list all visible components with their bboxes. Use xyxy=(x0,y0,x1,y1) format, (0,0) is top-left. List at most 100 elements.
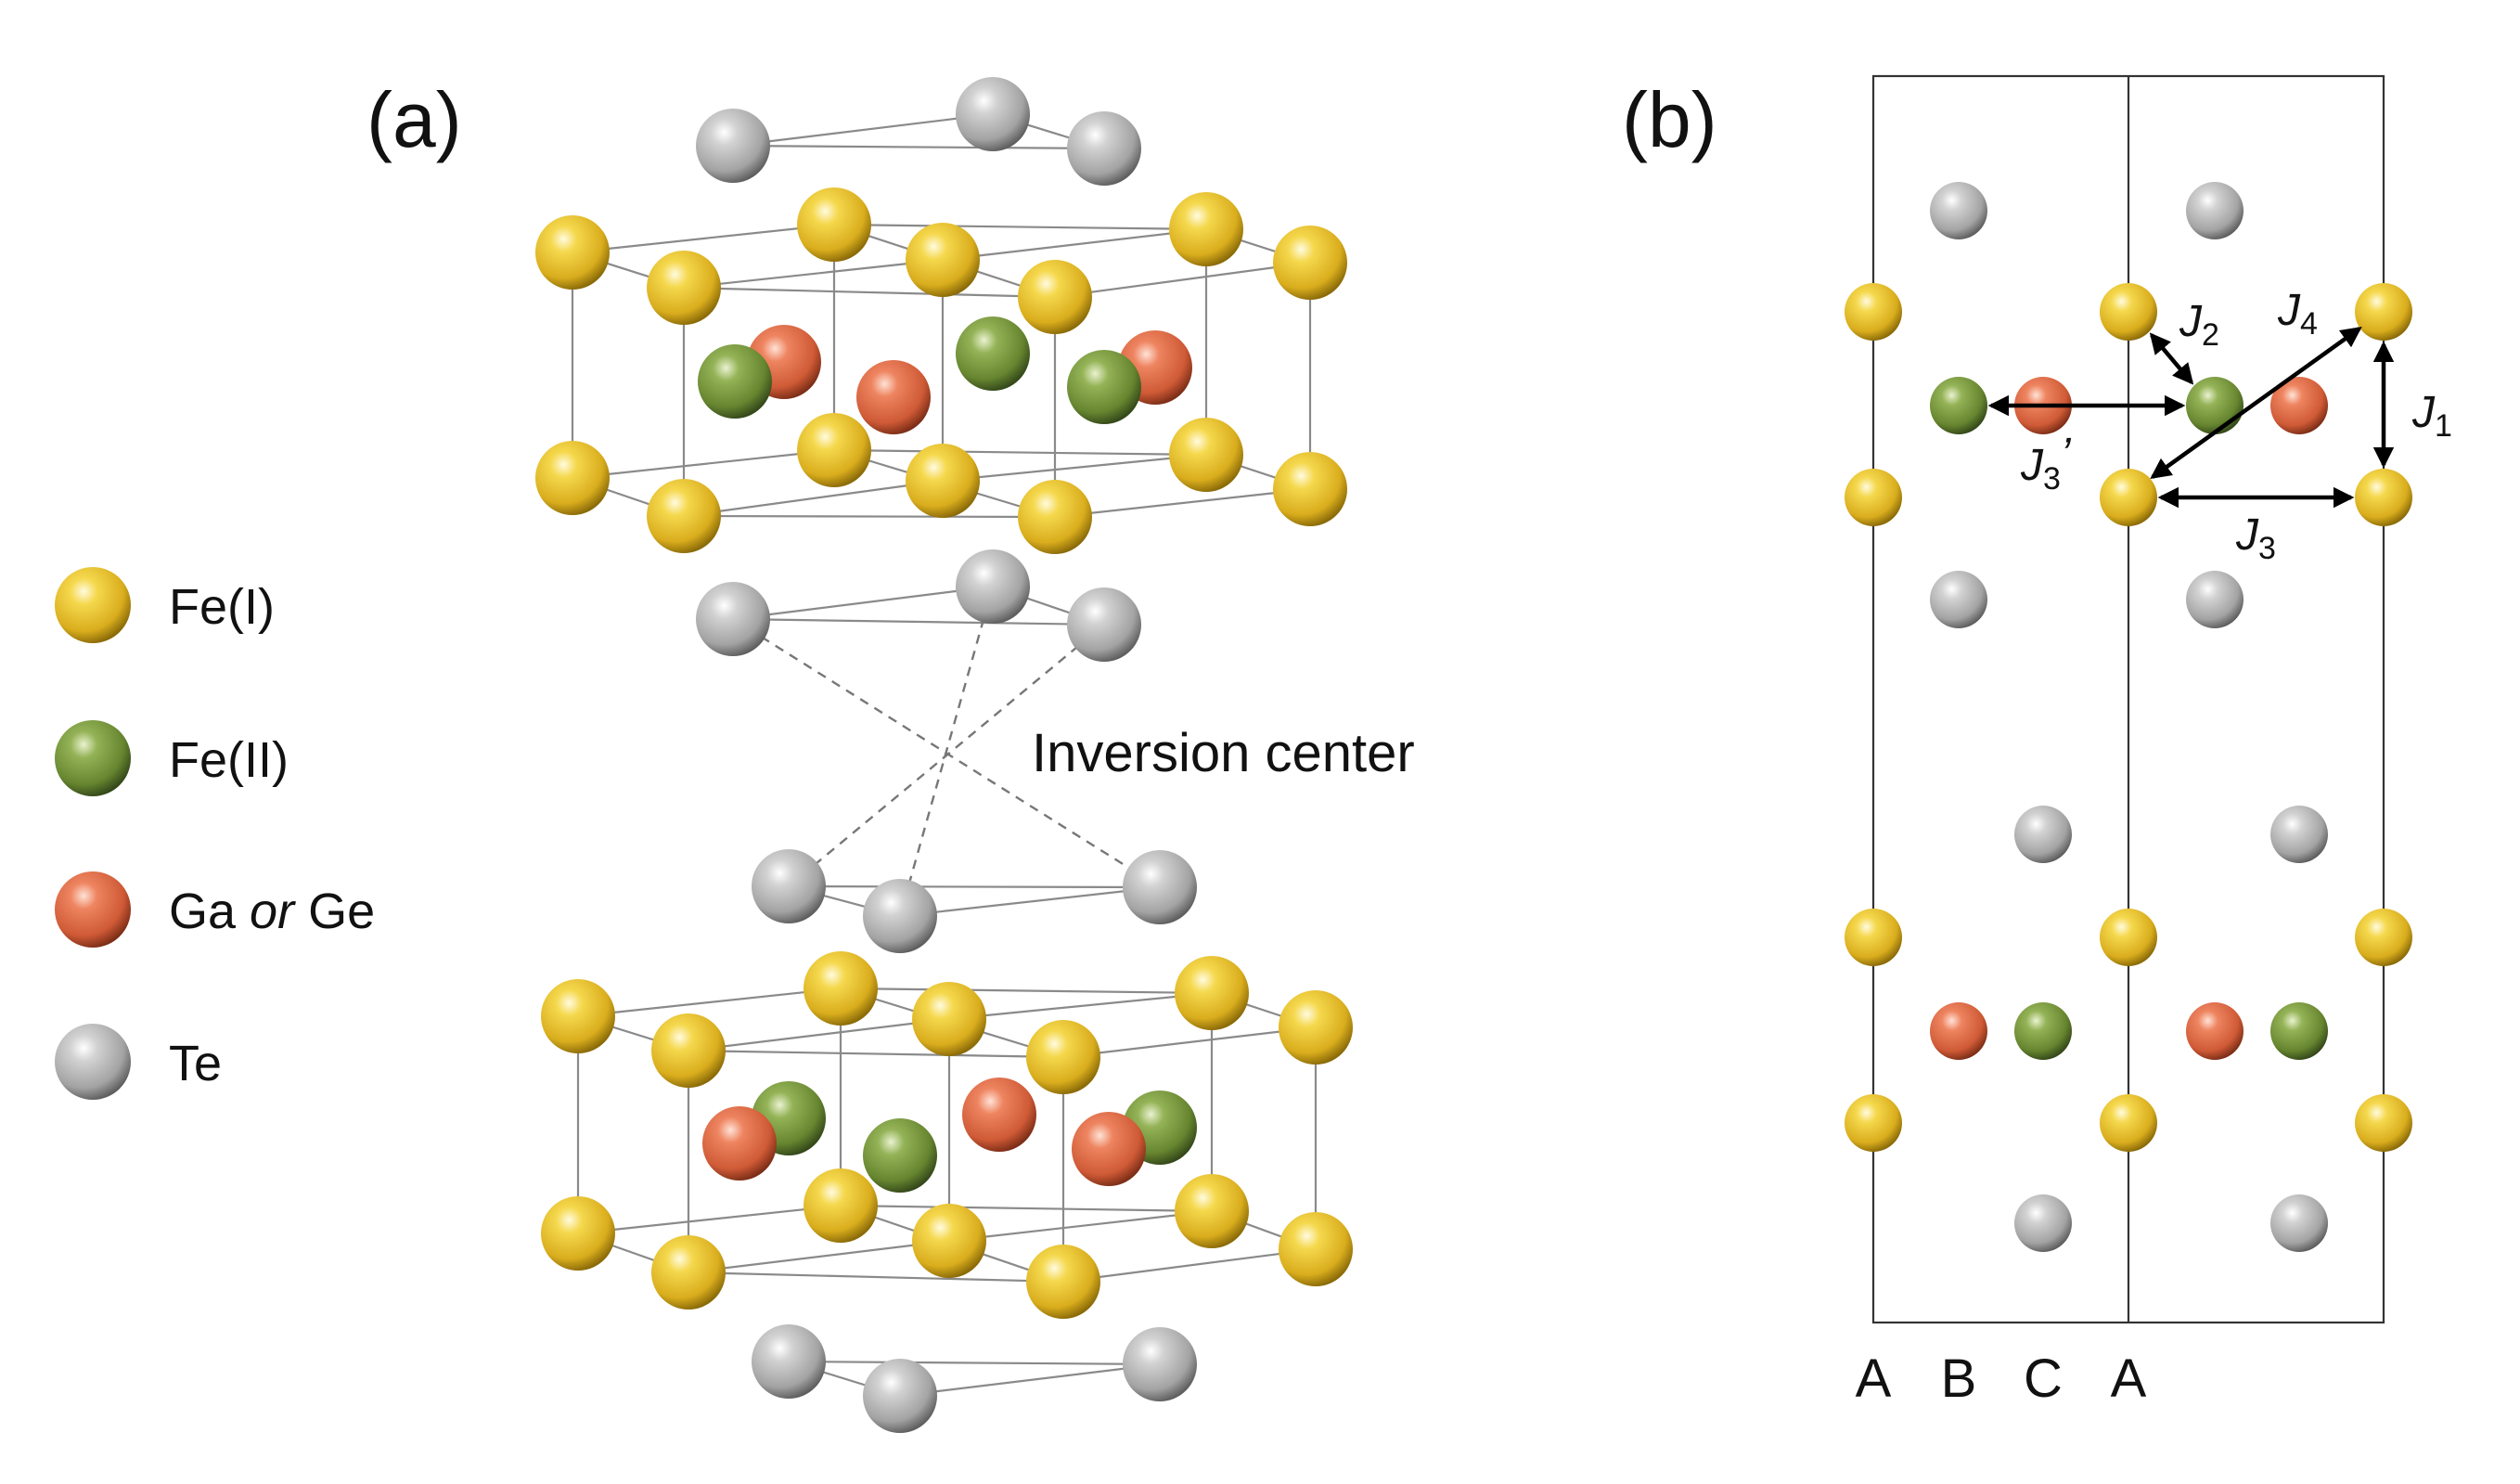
te-atom xyxy=(696,582,770,656)
j4-label: J4 xyxy=(2277,286,2318,342)
fe1-atom xyxy=(804,951,878,1026)
j2-label: J2 xyxy=(2179,297,2219,353)
te-atom xyxy=(2014,1194,2072,1252)
fe1-atom xyxy=(1845,469,1902,526)
legend-label-gage: Ga or Ge xyxy=(169,884,375,939)
fe1-atom xyxy=(2355,1094,2412,1152)
fe1-atom xyxy=(651,1235,726,1310)
fe1-atom xyxy=(1279,990,1353,1065)
fe1-atom xyxy=(541,1196,615,1271)
te-atom xyxy=(2186,571,2244,628)
fe2-atom xyxy=(698,344,772,419)
fe1-atom xyxy=(1845,1094,1902,1152)
stacking-label: A xyxy=(1856,1349,1892,1409)
fe1-atom xyxy=(2355,469,2412,526)
te-atom xyxy=(2014,806,2072,863)
te-layer-bottom-bonds xyxy=(788,1360,1161,1398)
fe1-atom xyxy=(1279,1212,1353,1286)
fe2-atom xyxy=(2014,1002,2072,1060)
fe1-atom xyxy=(1026,1020,1100,1094)
fe2-atom xyxy=(2186,377,2244,434)
te-atom xyxy=(956,549,1030,624)
fe1-legend-swatch xyxy=(55,567,131,643)
j3-label: J3 xyxy=(2235,510,2276,566)
te-atom xyxy=(1123,850,1197,924)
te-atom xyxy=(1067,587,1141,662)
fe1-atom xyxy=(2100,469,2157,526)
inversion-center-label: Inversion center xyxy=(1032,723,1415,783)
fe1-atom xyxy=(1845,909,1902,966)
fe1-atom xyxy=(1169,192,1243,266)
fe1-atom xyxy=(2355,909,2412,966)
gage-atom xyxy=(962,1078,1036,1152)
te-atom xyxy=(863,1359,937,1433)
fe1-atom xyxy=(2355,283,2412,341)
gage-atom xyxy=(2186,1002,2244,1060)
te-atom xyxy=(1930,182,1987,239)
fe1-atom xyxy=(535,441,610,515)
stacking-label: C xyxy=(2024,1349,2063,1409)
fe1-atom xyxy=(1273,226,1347,300)
legend-label-fe2: Fe(II) xyxy=(169,732,289,788)
panel-b-structure: J1 J2 J3 J3’ J4 A B C A xyxy=(1845,74,2452,1409)
j1-label: J1 xyxy=(2411,388,2452,444)
fe1-atom xyxy=(1175,1174,1249,1248)
fe1-atom xyxy=(1169,418,1243,492)
fe1-atom xyxy=(647,251,721,325)
gage-atom xyxy=(1072,1112,1146,1186)
j4-arrow xyxy=(2150,327,2362,479)
fe2-atom xyxy=(1930,377,1987,434)
stacking-label: A xyxy=(2111,1349,2147,1409)
legend-item-fe2: Fe(II) xyxy=(55,720,289,796)
fe1-atom xyxy=(804,1168,878,1243)
te-atom xyxy=(1930,571,1987,628)
coupling-labels: J1 J2 J3 J3’ J4 xyxy=(2020,286,2452,566)
gage-atom xyxy=(856,360,931,434)
te-atom xyxy=(752,849,826,923)
fe1-atom xyxy=(2100,283,2157,341)
fe1-atom xyxy=(912,1204,986,1278)
stacking-labels: A B C A xyxy=(1856,1349,2147,1409)
fe1-atom xyxy=(1273,452,1347,526)
fe1-atom xyxy=(1018,480,1092,554)
te-atom xyxy=(2270,806,2328,863)
fe1-atom xyxy=(647,479,721,553)
fe1-atom xyxy=(1845,283,1902,341)
panel-a-structure: Inversion center xyxy=(535,77,1415,1433)
fe1-atom xyxy=(906,223,980,297)
inversion-center-dashes xyxy=(732,586,1161,917)
panel-a-atoms xyxy=(535,77,1353,1433)
gage-atom xyxy=(1930,1002,1987,1060)
fe1-atom xyxy=(797,187,871,262)
te-atom xyxy=(1067,111,1141,186)
panel-label-b: (b) xyxy=(1622,76,1717,163)
legend-item-fe1: Fe(I) xyxy=(55,567,275,643)
fe2-atom xyxy=(956,316,1030,391)
fe2-legend-swatch xyxy=(55,720,131,796)
exchange-arrows xyxy=(1987,327,2395,509)
fe1-atom xyxy=(535,215,610,290)
fe1-atom xyxy=(1175,956,1249,1030)
legend-item-te: Te xyxy=(55,1024,222,1100)
te-layer-middle-bonds xyxy=(732,585,1161,918)
te-atom xyxy=(2186,182,2244,239)
stacking-label: B xyxy=(1941,1349,1977,1409)
fe2-atom xyxy=(1067,350,1141,424)
panel-label-a: (a) xyxy=(366,76,462,163)
te-legend-swatch xyxy=(55,1024,131,1100)
legend-label-fe1: Fe(I) xyxy=(169,579,275,635)
fe1-atom xyxy=(1026,1245,1100,1319)
te-atom xyxy=(1123,1327,1197,1401)
te-atom xyxy=(863,879,937,953)
fe1-atom xyxy=(797,413,871,487)
te-atom xyxy=(2270,1194,2328,1252)
legend-label-te: Te xyxy=(169,1036,222,1091)
fe1-atom xyxy=(2100,909,2157,966)
fe1-atom xyxy=(2100,1094,2157,1152)
gage-atom xyxy=(702,1106,777,1181)
fe2-atom xyxy=(2270,1002,2328,1060)
legend: Fe(I) Fe(II) Ga or Ge Te xyxy=(55,567,375,1100)
te-atom xyxy=(752,1324,826,1399)
te-atom xyxy=(696,109,770,183)
fe1-atom xyxy=(651,1013,726,1088)
